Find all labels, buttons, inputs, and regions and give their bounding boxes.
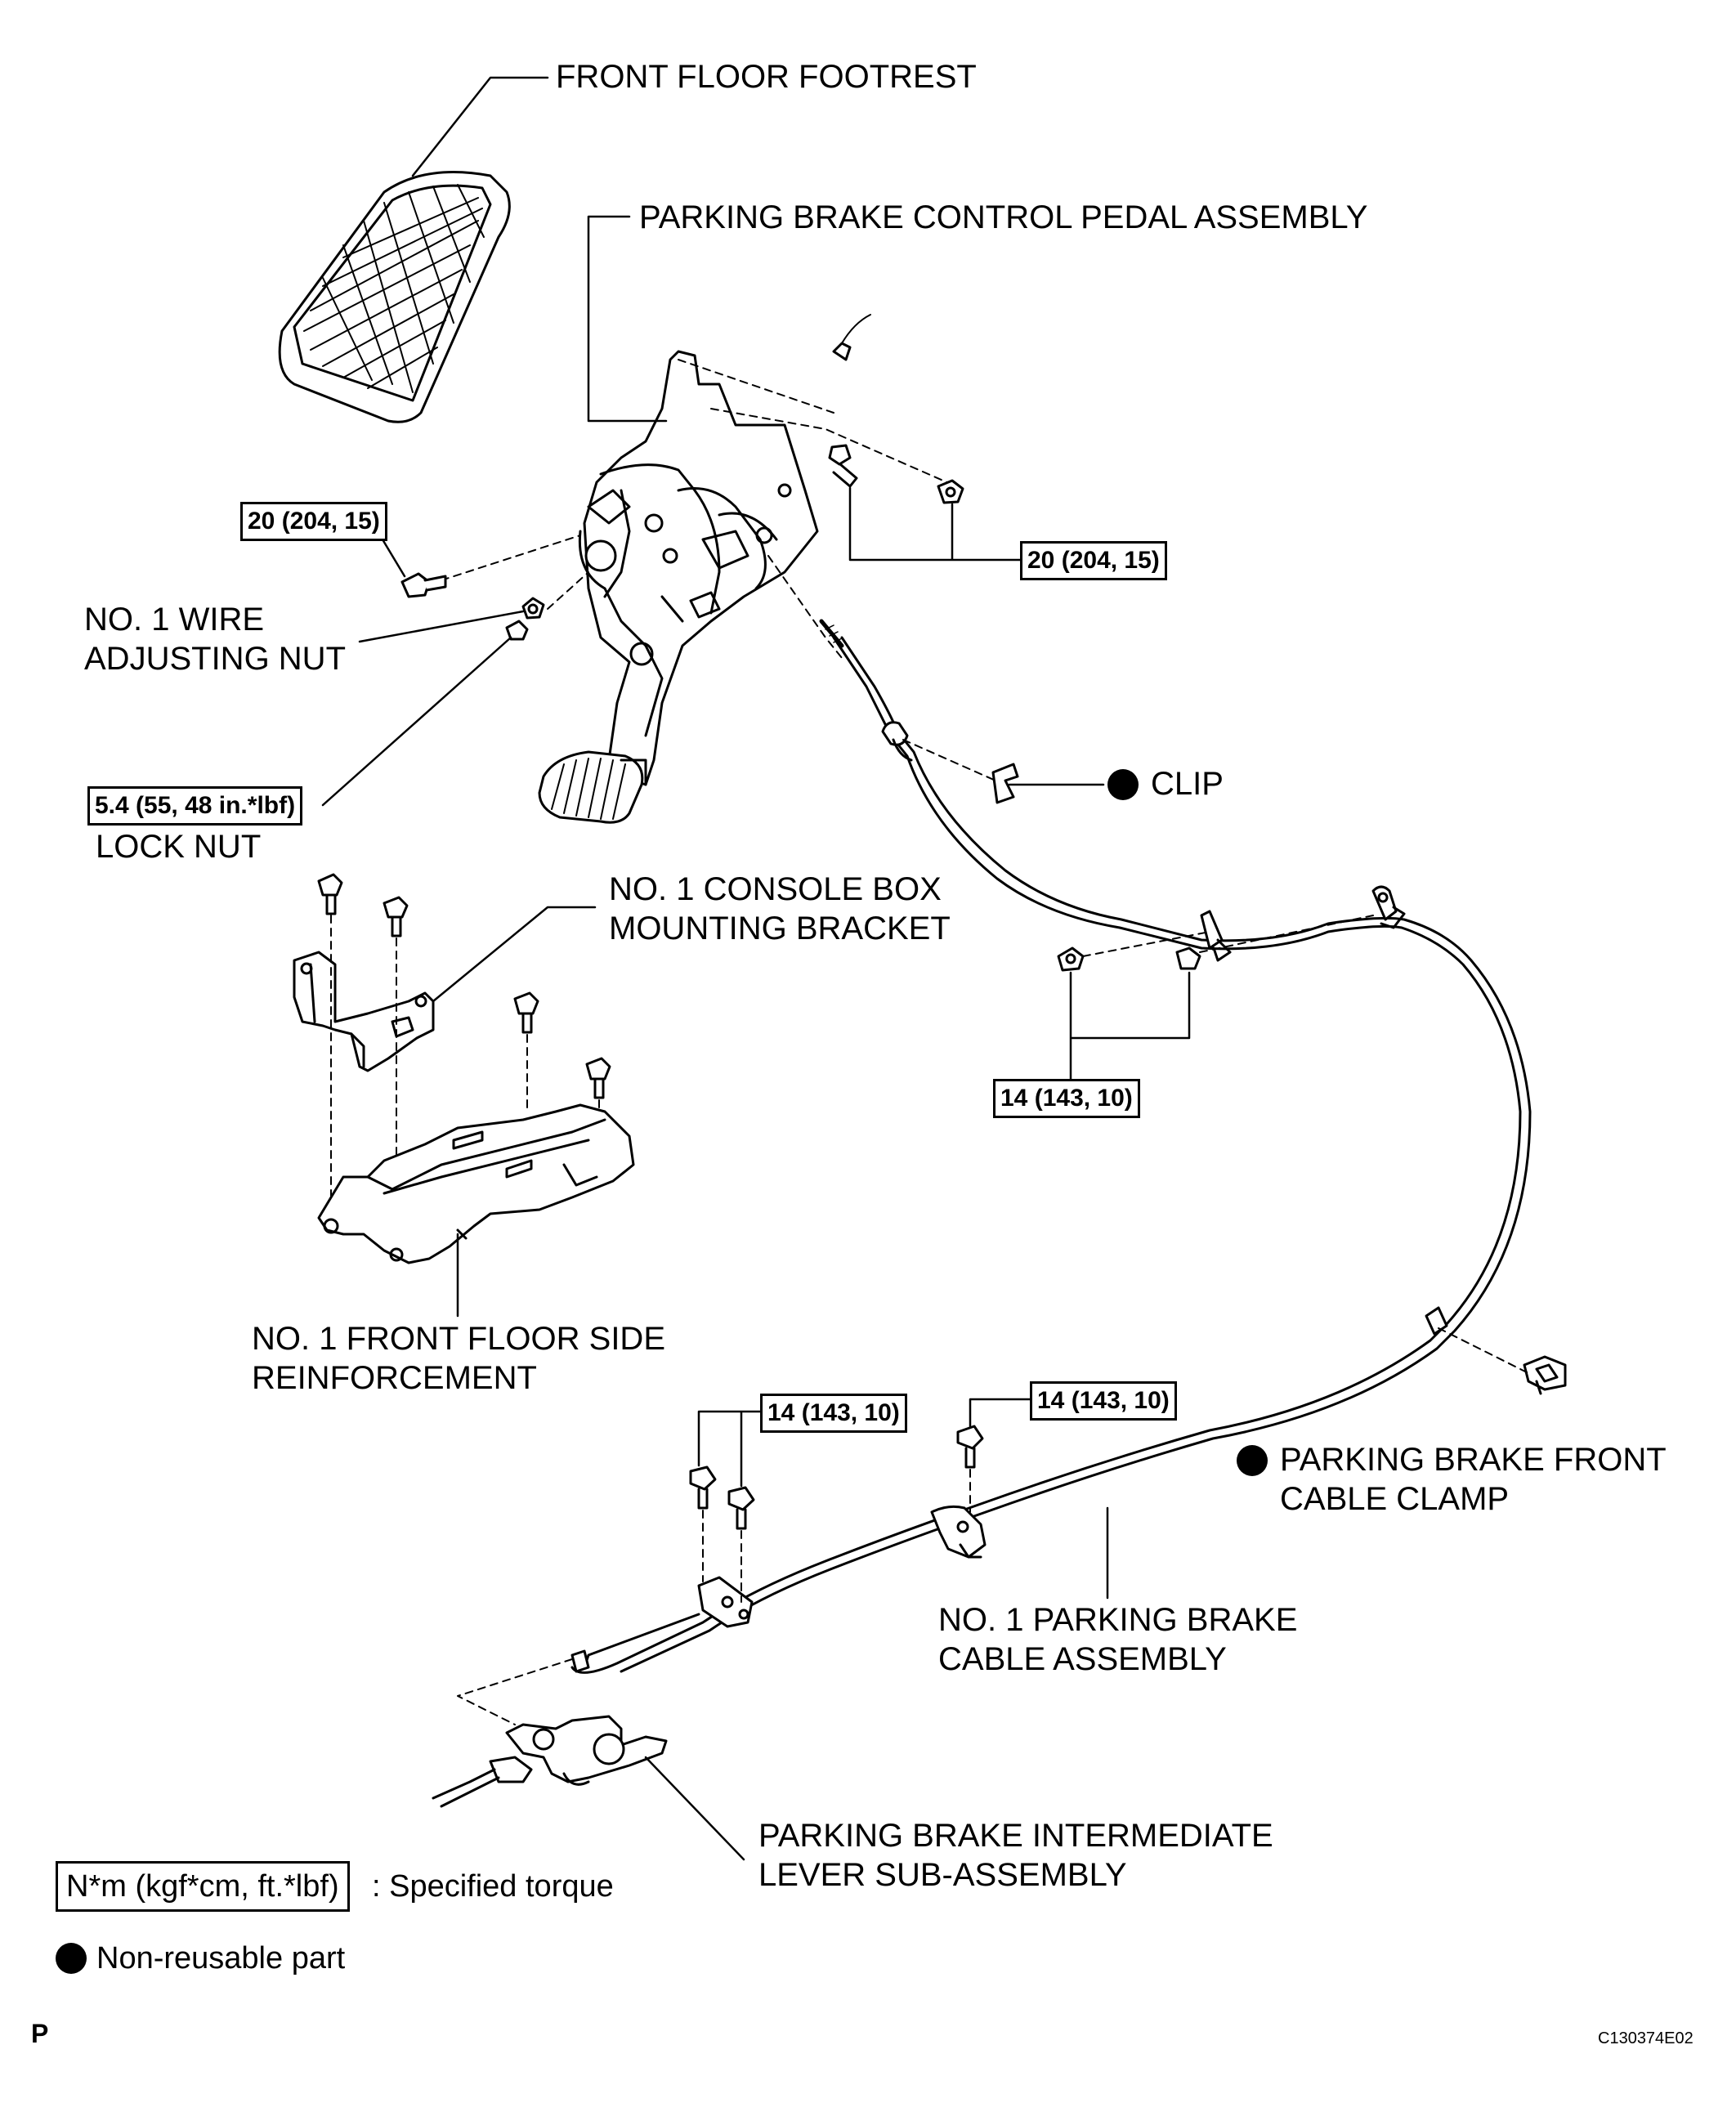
cable-bolt-left-1 — [689, 1465, 717, 1510]
legend-torque-unit-box: N*m (kgf*cm, ft.*lbf) — [56, 1861, 350, 1912]
label-cable-assembly: NO. 1 PARKING BRAKE CABLE ASSEMBLY — [938, 1600, 1297, 1679]
cable-nut-left — [1057, 946, 1085, 972]
nonreusable-marker-clamp — [1237, 1445, 1268, 1476]
label-intermediate-lever-line1: PARKING BRAKE INTERMEDIATE — [758, 1818, 1273, 1854]
pedal-assembly-part — [538, 350, 819, 824]
cable-end-top — [832, 314, 871, 361]
intermediate-dashed — [457, 1658, 573, 1725]
pedal-dashed-lines — [441, 359, 957, 659]
torque-cable-bolts-left: 14 (143, 10) — [760, 1394, 907, 1433]
torque-cable-nuts: 14 (143, 10) — [993, 1079, 1140, 1118]
floor-reinforcement-part — [317, 1103, 635, 1264]
label-pedal-assembly: PARKING BRAKE CONTROL PEDAL ASSEMBLY — [639, 199, 1368, 235]
pedal-left-bolt — [400, 572, 447, 598]
label-cable-assembly-line2: CABLE ASSEMBLY — [938, 1641, 1227, 1677]
label-front-cable-clamp-line2: CABLE CLAMP — [1280, 1481, 1510, 1517]
cable-bolt-right — [956, 1425, 984, 1469]
label-cable-assembly-line1: NO. 1 PARKING BRAKE — [938, 1602, 1298, 1638]
console-bracket-part — [293, 951, 435, 1072]
label-lock-nut: LOCK NUT — [96, 829, 262, 865]
label-front-cable-clamp: PARKING BRAKE FRONT CABLE CLAMP — [1280, 1440, 1667, 1519]
pedal-right-torque-bracket — [848, 486, 1023, 562]
wire-adjusting-nut — [521, 597, 545, 620]
main-parking-cable — [570, 619, 1532, 1674]
intermediate-lever-leader — [644, 1756, 745, 1861]
cable-bolts-dashed — [702, 1469, 971, 1603]
pedal-right-nut — [937, 479, 964, 504]
label-floor-side-reinforcement-line2: REINFORCEMENT — [252, 1360, 537, 1396]
label-wire-adjusting-nut: NO. 1 WIRE ADJUSTING NUT — [84, 600, 346, 678]
legend-torque-desc: : Specified torque — [372, 1869, 614, 1904]
front-cable-clamp-part — [1523, 1355, 1567, 1395]
label-floor-side-reinforcement-line1: NO. 1 FRONT FLOOR SIDE — [252, 1321, 665, 1357]
cable-nut-right — [1175, 946, 1201, 970]
footrest-leader — [411, 76, 549, 177]
legend-nonreusable-dot — [56, 1943, 87, 1974]
pedal-left-torque-line — [381, 538, 406, 578]
torque-cable-bolt-right: 14 (143, 10) — [1030, 1381, 1177, 1421]
clip-part — [991, 763, 1019, 804]
label-clip: CLIP — [1151, 766, 1224, 802]
intermediate-lever-part — [432, 1715, 668, 1808]
console-bolts-dashed — [330, 915, 600, 1251]
console-bracket-bolts — [317, 873, 611, 1099]
torque-pedal-left-bolt: 20 (204, 15) — [240, 502, 387, 541]
label-wire-adjusting-nut-line1: NO. 1 WIRE — [84, 602, 265, 638]
cable-nuts-dashed — [1082, 915, 1374, 957]
page-mark: P — [31, 2019, 49, 2048]
cable-bolts-left-bracket — [697, 1410, 767, 1488]
cable-bolt-left-2 — [727, 1486, 755, 1530]
label-console-bracket-line1: NO. 1 CONSOLE BOX — [609, 871, 942, 907]
label-floor-side-reinforcement: NO. 1 FRONT FLOOR SIDE REINFORCEMENT — [252, 1319, 665, 1398]
label-intermediate-lever-line2: LEVER SUB-ASSEMBLY — [758, 1857, 1127, 1893]
legend-nonreusable-text: Non-reusable part — [96, 1941, 346, 1976]
lock-nut-leader — [321, 636, 512, 807]
label-console-bracket-line2: MOUNTING BRACKET — [609, 911, 951, 946]
wire-nut-leader — [358, 610, 525, 643]
footrest-part — [278, 171, 511, 423]
figure-id: C130374E02 — [1598, 2029, 1693, 2047]
cable-bolt-right-bracket — [969, 1398, 1036, 1428]
pedal-leader — [587, 215, 668, 423]
label-front-floor-footrest: FRONT FLOOR FOOTREST — [556, 59, 977, 95]
cable-nuts-bracket — [1069, 971, 1191, 1081]
label-intermediate-lever: PARKING BRAKE INTERMEDIATE LEVER SUB-ASS… — [758, 1816, 1273, 1895]
torque-pedal-right-bolts: 20 (204, 15) — [1020, 541, 1167, 580]
label-front-cable-clamp-line1: PARKING BRAKE FRONT — [1280, 1442, 1667, 1478]
console-bracket-leader — [432, 906, 597, 1003]
label-wire-adjusting-nut-line2: ADJUSTING NUT — [84, 641, 346, 677]
lock-nut-part — [505, 620, 529, 641]
label-console-bracket: NO. 1 CONSOLE BOX MOUNTING BRACKET — [609, 870, 951, 948]
pedal-right-bolt — [828, 444, 858, 488]
nonreusable-marker-clip — [1107, 769, 1139, 800]
torque-lock-nut: 5.4 (55, 48 in.*lbf) — [87, 786, 303, 826]
clamp-dashed — [1438, 1327, 1529, 1374]
clip-dashed — [902, 739, 996, 781]
